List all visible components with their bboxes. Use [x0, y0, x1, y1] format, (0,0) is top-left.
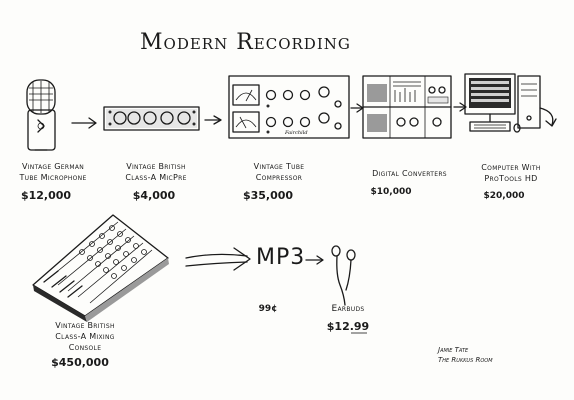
micpre-icon	[103, 106, 200, 131]
console-icon	[32, 214, 169, 322]
earbuds-label: Earbuds	[331, 304, 365, 314]
computer-icon	[464, 73, 541, 133]
arrow-icon	[305, 255, 324, 265]
console-price: $450,000	[51, 356, 109, 369]
earbuds-icon	[331, 245, 356, 306]
item-price-micpre: $4,000	[132, 189, 176, 202]
item-price-converters: $10,000	[370, 187, 412, 197]
page-title: Modern Recording	[140, 30, 351, 55]
item-price-microphone: $12,000	[20, 189, 72, 202]
arrow-icon	[453, 102, 467, 112]
arrow-icon	[350, 103, 364, 113]
earbuds-price: $12.99	[326, 320, 370, 333]
microphone-icon	[26, 79, 56, 151]
arrow-icon	[71, 117, 97, 129]
arrow-icon	[204, 115, 222, 125]
item-label-converters: Digital Converters	[372, 169, 447, 178]
mp3-price: 99¢	[258, 304, 278, 314]
arrow-icon	[185, 247, 251, 271]
compressor-brand: Fairchild	[284, 130, 308, 136]
mp3-label: MP3	[256, 245, 306, 270]
item-price-compressor: $35,000	[242, 189, 294, 202]
converter-icon	[362, 75, 452, 139]
item-price-computer: $20,000	[483, 191, 525, 201]
arrow-icon	[539, 107, 557, 127]
compressor-icon	[228, 75, 350, 139]
signature: Jamie Tate The Rukkus Room	[438, 346, 493, 364]
